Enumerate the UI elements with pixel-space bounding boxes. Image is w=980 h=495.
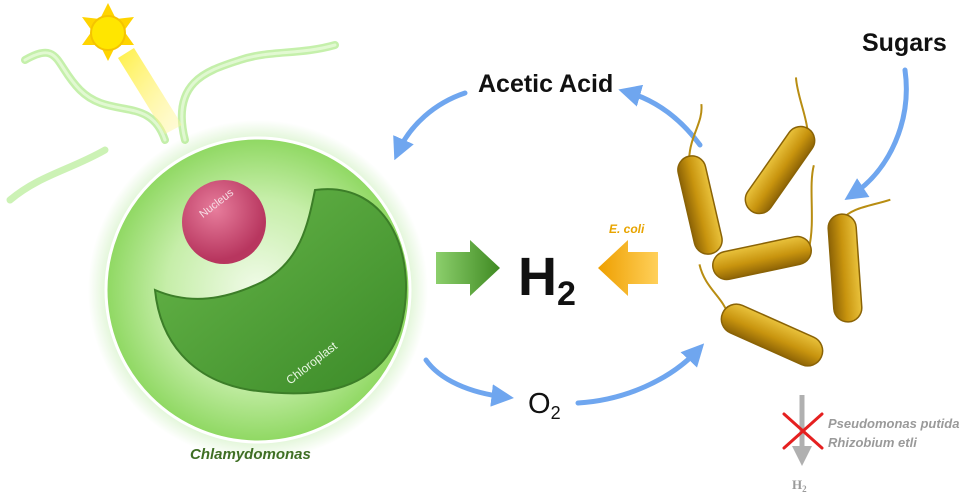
chloroplast bbox=[153, 188, 408, 395]
blocked-h2-symbol: H bbox=[792, 477, 803, 492]
h2-subscript: 2 bbox=[557, 275, 576, 313]
arrow-sugars-to-bacteria bbox=[844, 67, 909, 200]
arrow-o2-to-bacteria bbox=[575, 343, 705, 406]
flow-arrows bbox=[393, 67, 909, 407]
o2-subscript: 2 bbox=[550, 403, 561, 423]
arrow-bacteria-to-acetic bbox=[618, 84, 703, 148]
blocked-h2-subscript: 2 bbox=[802, 484, 807, 494]
light-beam bbox=[118, 48, 182, 134]
chlamydomonas-label: Chlamydomonas bbox=[190, 446, 311, 463]
nucleus bbox=[182, 180, 266, 264]
o2-label: O2 bbox=[528, 388, 561, 423]
h2-product-label: H2 bbox=[518, 250, 576, 311]
h2-symbol: H bbox=[518, 247, 557, 307]
flagellum-tail bbox=[6, 146, 109, 204]
pseudomonas-label: Pseudomonas putida bbox=[828, 416, 960, 431]
ecoli-label: E. coli bbox=[609, 222, 645, 236]
ecoli-h2-arrow bbox=[598, 240, 658, 296]
cross-icon bbox=[782, 412, 824, 450]
bacterium bbox=[744, 77, 816, 215]
sun-icon bbox=[82, 3, 134, 61]
bacterium bbox=[712, 164, 815, 281]
acetic-acid-label: Acetic Acid bbox=[478, 70, 614, 98]
bacterium bbox=[677, 103, 723, 255]
arrow-acetic-to-cell bbox=[393, 90, 468, 161]
bacterium bbox=[698, 264, 824, 367]
rhizobium-label: Rhizobium etli bbox=[828, 435, 917, 450]
algae-h2-arrow bbox=[436, 240, 500, 296]
bacteria-group bbox=[677, 77, 891, 367]
bacterium bbox=[827, 198, 891, 323]
blocked-h2-label: H2 bbox=[792, 478, 807, 494]
sugars-label: Sugars bbox=[862, 29, 947, 57]
arrow-cell-to-o2 bbox=[423, 357, 514, 407]
o2-symbol: O bbox=[528, 388, 551, 420]
